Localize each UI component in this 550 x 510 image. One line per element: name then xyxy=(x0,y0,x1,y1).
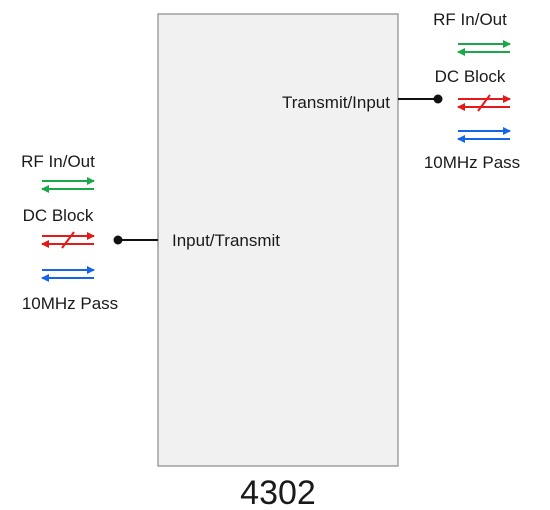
right-port-label: Transmit/Input xyxy=(282,93,390,112)
left-pass-label: 10MHz Pass xyxy=(22,294,118,313)
right-port-connector xyxy=(433,94,443,104)
right-port: Transmit/Input xyxy=(282,93,443,112)
left-legend: RF In/Out DC Block 10MHz Pass xyxy=(21,152,118,313)
left-port: Input/Transmit xyxy=(113,231,280,250)
left-rf-arrows-icon xyxy=(41,177,95,193)
right-rf-arrows-icon xyxy=(457,40,511,56)
device-model-label: 4302 xyxy=(240,474,316,510)
left-rf-label: RF In/Out xyxy=(21,152,95,171)
left-port-label: Input/Transmit xyxy=(172,231,280,250)
right-dc-block-arrows-icon xyxy=(457,94,511,112)
left-pass-arrows-icon xyxy=(41,266,95,282)
device-box xyxy=(157,13,399,467)
right-legend: RF In/Out DC Block 10MHz Pass xyxy=(424,10,520,172)
right-dc-label: DC Block xyxy=(435,67,506,86)
right-pass-label: 10MHz Pass xyxy=(424,153,520,172)
right-pass-arrows-icon xyxy=(457,127,511,143)
left-port-connector xyxy=(113,235,123,245)
left-dc-block-arrows-icon xyxy=(41,231,95,249)
left-dc-label: DC Block xyxy=(23,206,94,225)
right-rf-label: RF In/Out xyxy=(433,10,507,29)
